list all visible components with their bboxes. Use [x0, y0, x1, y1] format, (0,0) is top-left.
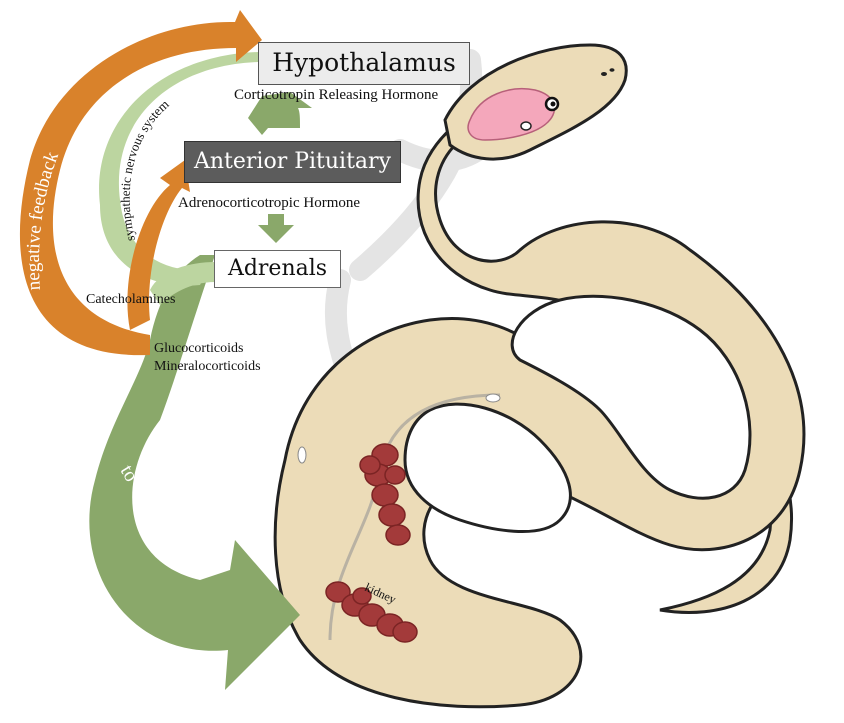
- anterior-pituitary-label: Anterior Pituitary: [194, 149, 391, 174]
- snake-eye-pupil: [551, 102, 556, 107]
- snake-adrenal-upper: [486, 394, 500, 402]
- hypothalamus-box: Hypothalamus: [258, 42, 470, 85]
- hypothalamus-label: Hypothalamus: [272, 48, 456, 77]
- snake-nostril: [601, 72, 607, 76]
- catecholamines-label: Catecholamines: [86, 292, 175, 308]
- snake-pituitary: [521, 122, 531, 130]
- snake-nostril-2: [610, 68, 615, 72]
- glucocorticoids-label: Glucocorticoids: [154, 341, 243, 357]
- adrenals-label: Adrenals: [228, 256, 327, 281]
- snake-adrenal-lower: [298, 447, 306, 463]
- acth-label: Adrenocorticotropic Hormone: [178, 195, 360, 212]
- adrenals-box: Adrenals: [214, 250, 341, 288]
- acth-arrow: [258, 214, 294, 243]
- anterior-pituitary-box: Anterior Pituitary: [184, 141, 401, 183]
- crh-label: Corticotropin Releasing Hormone: [234, 87, 438, 104]
- mineralocorticoids-label: Mineralocorticoids: [154, 359, 261, 375]
